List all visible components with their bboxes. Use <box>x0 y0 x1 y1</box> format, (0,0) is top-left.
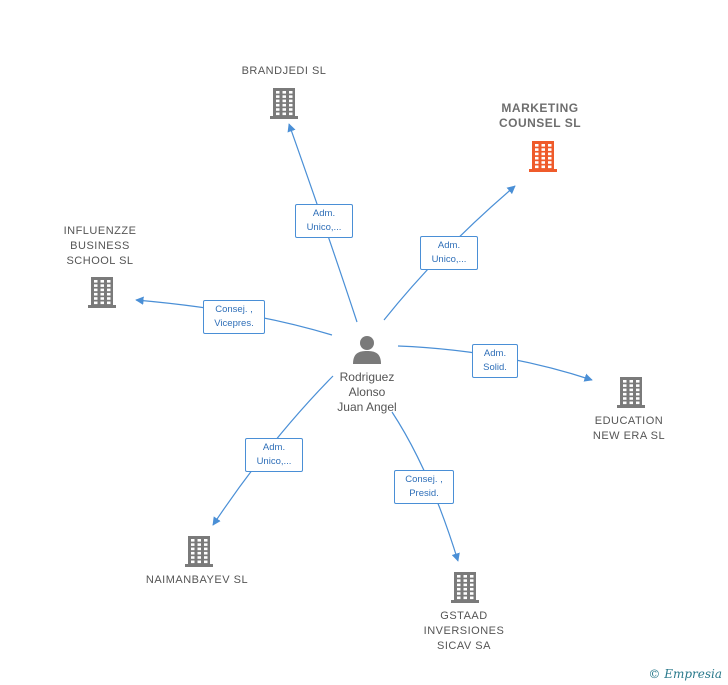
person-icon[interactable] <box>350 334 384 364</box>
company-marketing-building-icon[interactable] <box>526 139 560 178</box>
relation-label-marketing[interactable]: Adm. Unico,... <box>420 236 478 270</box>
company-gstaad-label[interactable]: GSTAAD INVERSIONES SICAV SA <box>423 610 505 652</box>
company-marketing-label[interactable]: MARKETING COUNSEL SL <box>498 101 582 130</box>
company-brandjedi-building-icon[interactable] <box>267 86 301 125</box>
company-brandjedi-label[interactable]: BRANDJEDI SL <box>241 65 327 77</box>
footer-brand: © Empresia <box>648 667 722 681</box>
copyright-symbol: © <box>648 667 661 681</box>
relation-label-gstaad[interactable]: Consej. , Presid. <box>394 470 454 504</box>
company-naimanbayev-label[interactable]: NAIMANBAYEV SL <box>145 574 249 586</box>
company-gstaad-building-icon[interactable] <box>448 570 482 609</box>
relation-label-influenzze[interactable]: Consej. , Vicepres. <box>203 300 265 334</box>
relation-label-brandjedi[interactable]: Adm. Unico,... <box>295 204 353 238</box>
company-education-building-icon[interactable] <box>614 375 648 414</box>
company-naimanbayev-building-icon[interactable] <box>182 534 216 573</box>
company-education-label[interactable]: EDUCATION NEW ERA SL <box>592 415 666 442</box>
relation-label-education[interactable]: Adm. Solid. <box>472 344 518 378</box>
company-influenzze-label[interactable]: INFLUENZZE BUSINESS SCHOOL SL <box>63 225 137 267</box>
company-influenzze-building-icon[interactable] <box>85 275 119 314</box>
brand-name: Empresia <box>664 667 722 681</box>
relation-label-naimanbayev[interactable]: Adm. Unico,... <box>245 438 303 472</box>
person-name[interactable]: Rodriguez Alonso Juan Angel <box>337 370 397 414</box>
